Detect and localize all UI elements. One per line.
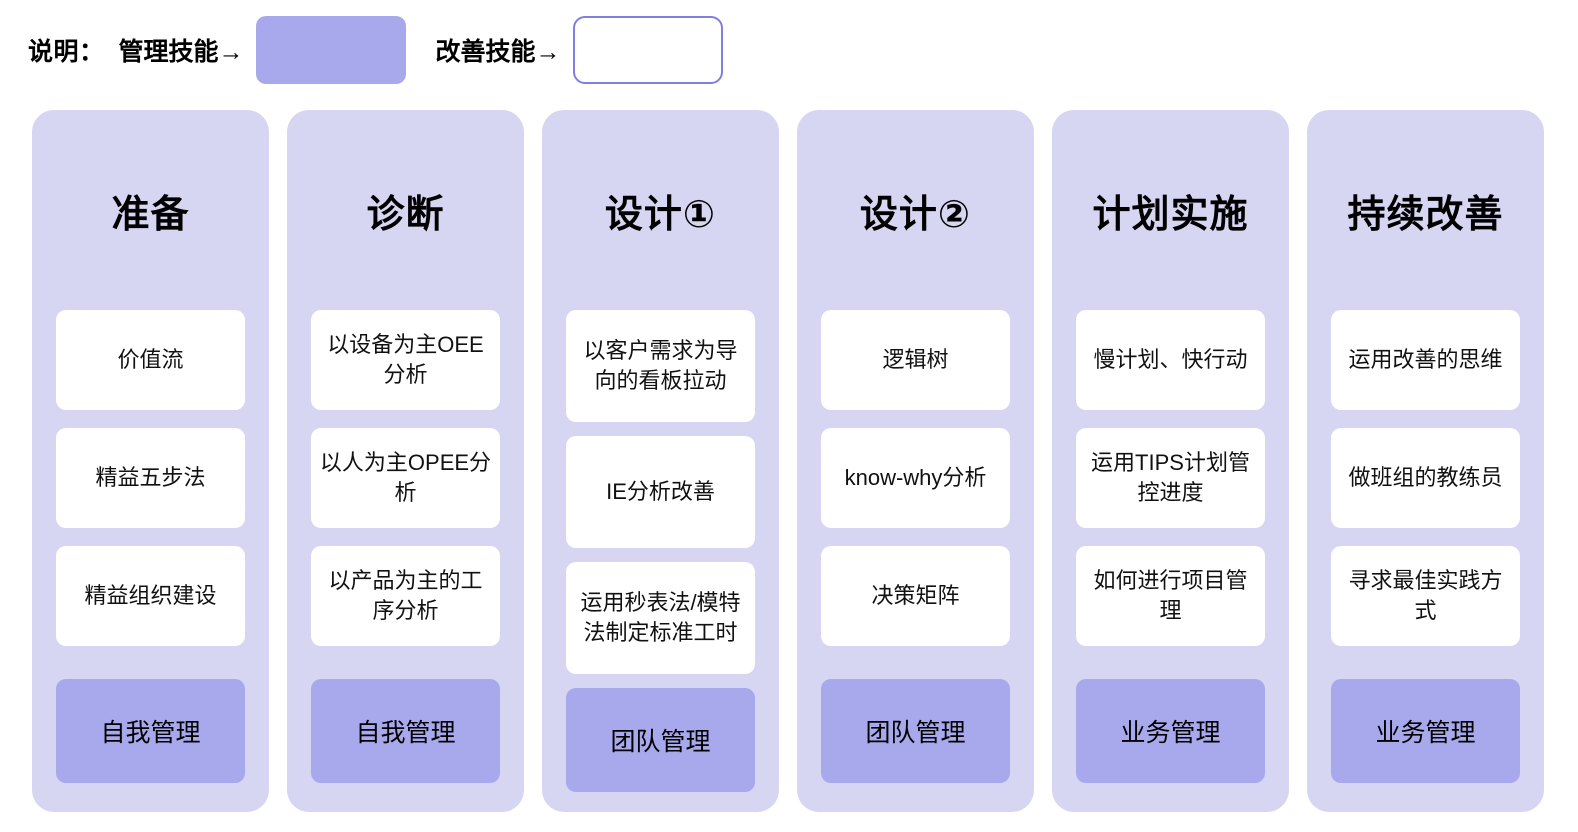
phase-header: 诊断 xyxy=(366,193,445,236)
legend-swatch-improvement xyxy=(572,16,723,84)
phase-card-list: 慢计划、快行动 运用TIPS计划管控进度 如何进行项目管理 xyxy=(1076,310,1265,661)
phase-header: 设计① xyxy=(604,193,717,236)
legend-label-management: 管理技能→ xyxy=(118,38,244,66)
phase-column-diagnosis: 诊断 以设备为主OEE分析 以人为主OPEE分析 以产品为主的工序分析 自我管理 xyxy=(287,110,524,812)
skill-card[interactable]: 运用秒表法/模特法制定标准工时 xyxy=(566,562,755,674)
skill-card[interactable]: 以人为主OPEE分析 xyxy=(311,428,500,528)
phase-column-design-1: 设计① 以客户需求为导向的看板拉动 IE分析改善 运用秒表法/模特法制定标准工时… xyxy=(542,110,779,812)
skill-card[interactable]: 如何进行项目管理 xyxy=(1076,546,1265,646)
skill-card[interactable]: 精益组织建设 xyxy=(56,546,245,646)
legend-item-management: 管理技能→ xyxy=(119,16,406,84)
legend-swatch-management xyxy=(255,16,406,84)
phase-board: 准备 价值流 精益五步法 精益组织建设 自我管理 诊断 以设备为主OEE分析 以… xyxy=(32,110,1544,812)
legend-item-improvement: 改善技能→ xyxy=(436,16,723,84)
phase-column-design-2: 设计② 逻辑树 know-why分析 决策矩阵 团队管理 xyxy=(797,110,1034,812)
skill-card[interactable]: 逻辑树 xyxy=(821,310,1010,410)
phase-header: 持续改善 xyxy=(1347,193,1504,236)
management-skill-chip[interactable]: 业务管理 xyxy=(1331,679,1520,783)
skill-card[interactable]: 运用改善的思维 xyxy=(1331,310,1520,410)
phase-column-preparation: 准备 价值流 精益五步法 精益组织建设 自我管理 xyxy=(32,110,269,812)
skill-card[interactable]: 以客户需求为导向的看板拉动 xyxy=(566,310,755,422)
skill-card[interactable]: 做班组的教练员 xyxy=(1331,428,1520,528)
phase-card-list: 以客户需求为导向的看板拉动 IE分析改善 运用秒表法/模特法制定标准工时 xyxy=(566,310,755,674)
phase-card-list: 价值流 精益五步法 精益组织建设 xyxy=(56,310,245,661)
skill-card[interactable]: 精益五步法 xyxy=(56,428,245,528)
skill-card[interactable]: 慢计划、快行动 xyxy=(1076,310,1265,410)
phase-header: 设计② xyxy=(859,193,972,236)
phase-card-list: 逻辑树 know-why分析 决策矩阵 xyxy=(821,310,1010,661)
legend: 说明： 管理技能→ 改善技能→ xyxy=(28,0,723,100)
skill-card[interactable]: IE分析改善 xyxy=(566,436,755,548)
management-skill-chip[interactable]: 团队管理 xyxy=(821,679,1010,783)
skill-card[interactable]: 运用TIPS计划管控进度 xyxy=(1076,428,1265,528)
management-skill-chip[interactable]: 自我管理 xyxy=(56,679,245,783)
management-skill-chip[interactable]: 业务管理 xyxy=(1076,679,1265,783)
phase-header: 计划实施 xyxy=(1092,193,1249,236)
skill-card[interactable]: 以设备为主OEE分析 xyxy=(311,310,500,410)
phase-column-continuous-improvement: 持续改善 运用改善的思维 做班组的教练员 寻求最佳实践方式 业务管理 xyxy=(1307,110,1544,812)
skill-card[interactable]: 价值流 xyxy=(56,310,245,410)
management-skill-chip[interactable]: 团队管理 xyxy=(566,688,755,792)
skill-card[interactable]: 决策矩阵 xyxy=(821,546,1010,646)
skill-card[interactable]: know-why分析 xyxy=(821,428,1010,528)
phase-card-list: 运用改善的思维 做班组的教练员 寻求最佳实践方式 xyxy=(1331,310,1520,661)
phase-card-list: 以设备为主OEE分析 以人为主OPEE分析 以产品为主的工序分析 xyxy=(311,310,500,661)
management-skill-chip[interactable]: 自我管理 xyxy=(311,679,500,783)
legend-label-improvement: 改善技能→ xyxy=(435,38,561,66)
phase-header: 准备 xyxy=(111,193,190,236)
phase-column-plan-execution: 计划实施 慢计划、快行动 运用TIPS计划管控进度 如何进行项目管理 业务管理 xyxy=(1052,110,1289,812)
skill-card[interactable]: 寻求最佳实践方式 xyxy=(1331,546,1520,646)
legend-title: 说明： xyxy=(28,38,105,66)
skill-card[interactable]: 以产品为主的工序分析 xyxy=(311,546,500,646)
